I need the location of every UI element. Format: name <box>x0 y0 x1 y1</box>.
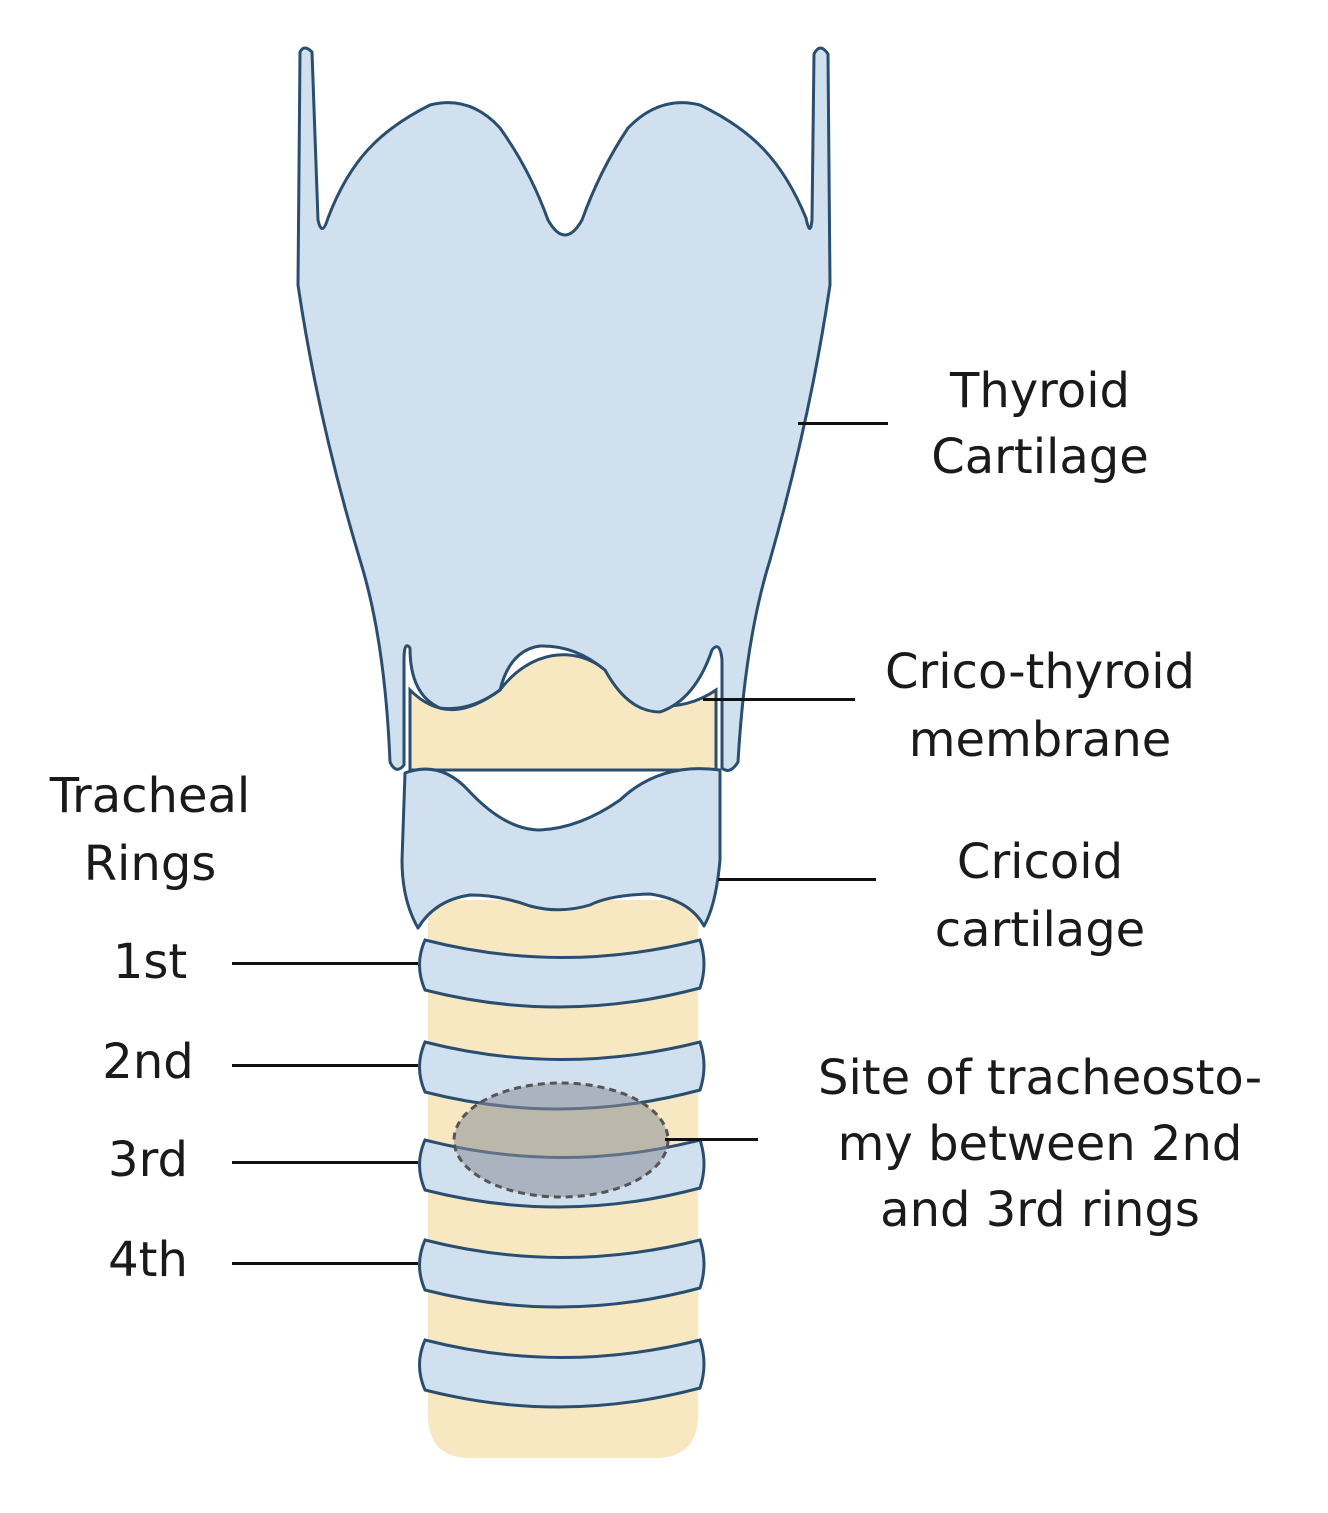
label-site-line-2: my between 2nd <box>837 1116 1243 1172</box>
leader-ring-2 <box>232 1064 418 1067</box>
leader-ring-1 <box>232 962 418 965</box>
label-thyroid-line-1: Thyroid <box>950 363 1130 419</box>
label-cricoid-line-1: Cricoid <box>956 834 1124 890</box>
tracheal-ring-1 <box>418 938 706 1009</box>
tracheostomy-site-marker <box>452 1081 670 1199</box>
leader-tracheostomy-site <box>665 1138 758 1141</box>
label-crico-line-1: Crico-thyroid <box>884 644 1196 700</box>
label-thyroid-cartilage: Thyroid Cartilage <box>900 358 1180 490</box>
label-crico-line-2: membrane <box>908 712 1172 768</box>
cricoid-cartilage-shape <box>400 767 722 930</box>
label-ring-4: 4th <box>108 1232 188 1288</box>
leader-ring-4 <box>232 1262 418 1265</box>
label-tracheostomy-site: Site of tracheosto- my between 2nd and 3… <box>790 1045 1290 1243</box>
label-ring-3: 3rd <box>108 1132 188 1188</box>
tracheal-ring-4 <box>418 1238 706 1309</box>
leader-ring-3 <box>232 1161 418 1164</box>
label-ring-1: 1st <box>112 934 188 990</box>
thyroid-cartilage-shape <box>296 46 832 772</box>
label-crico-thyroid-membrane: Crico-thyroid membrane <box>860 638 1220 774</box>
leader-crico-thyroid-membrane <box>703 698 855 701</box>
leader-cricoid-cartilage <box>718 878 876 881</box>
label-tracheal-rings: Tracheal Rings <box>20 762 280 898</box>
label-site-line-1: Site of tracheosto- <box>817 1050 1263 1106</box>
leader-thyroid-cartilage <box>798 422 888 425</box>
label-site-line-3: and 3rd rings <box>880 1182 1200 1238</box>
label-ring-2: 2nd <box>102 1034 194 1090</box>
label-tracheal-line-1: Tracheal <box>49 768 251 824</box>
label-cricoid-cartilage: Cricoid cartilage <box>900 828 1180 964</box>
tracheal-ring-5 <box>418 1338 706 1409</box>
label-thyroid-line-2: Cartilage <box>931 429 1149 485</box>
label-tracheal-line-2: Rings <box>83 836 217 892</box>
tracheal-rings <box>418 938 706 1409</box>
label-cricoid-line-2: cartilage <box>934 902 1146 958</box>
tracheal-ring-2 <box>418 1040 706 1111</box>
